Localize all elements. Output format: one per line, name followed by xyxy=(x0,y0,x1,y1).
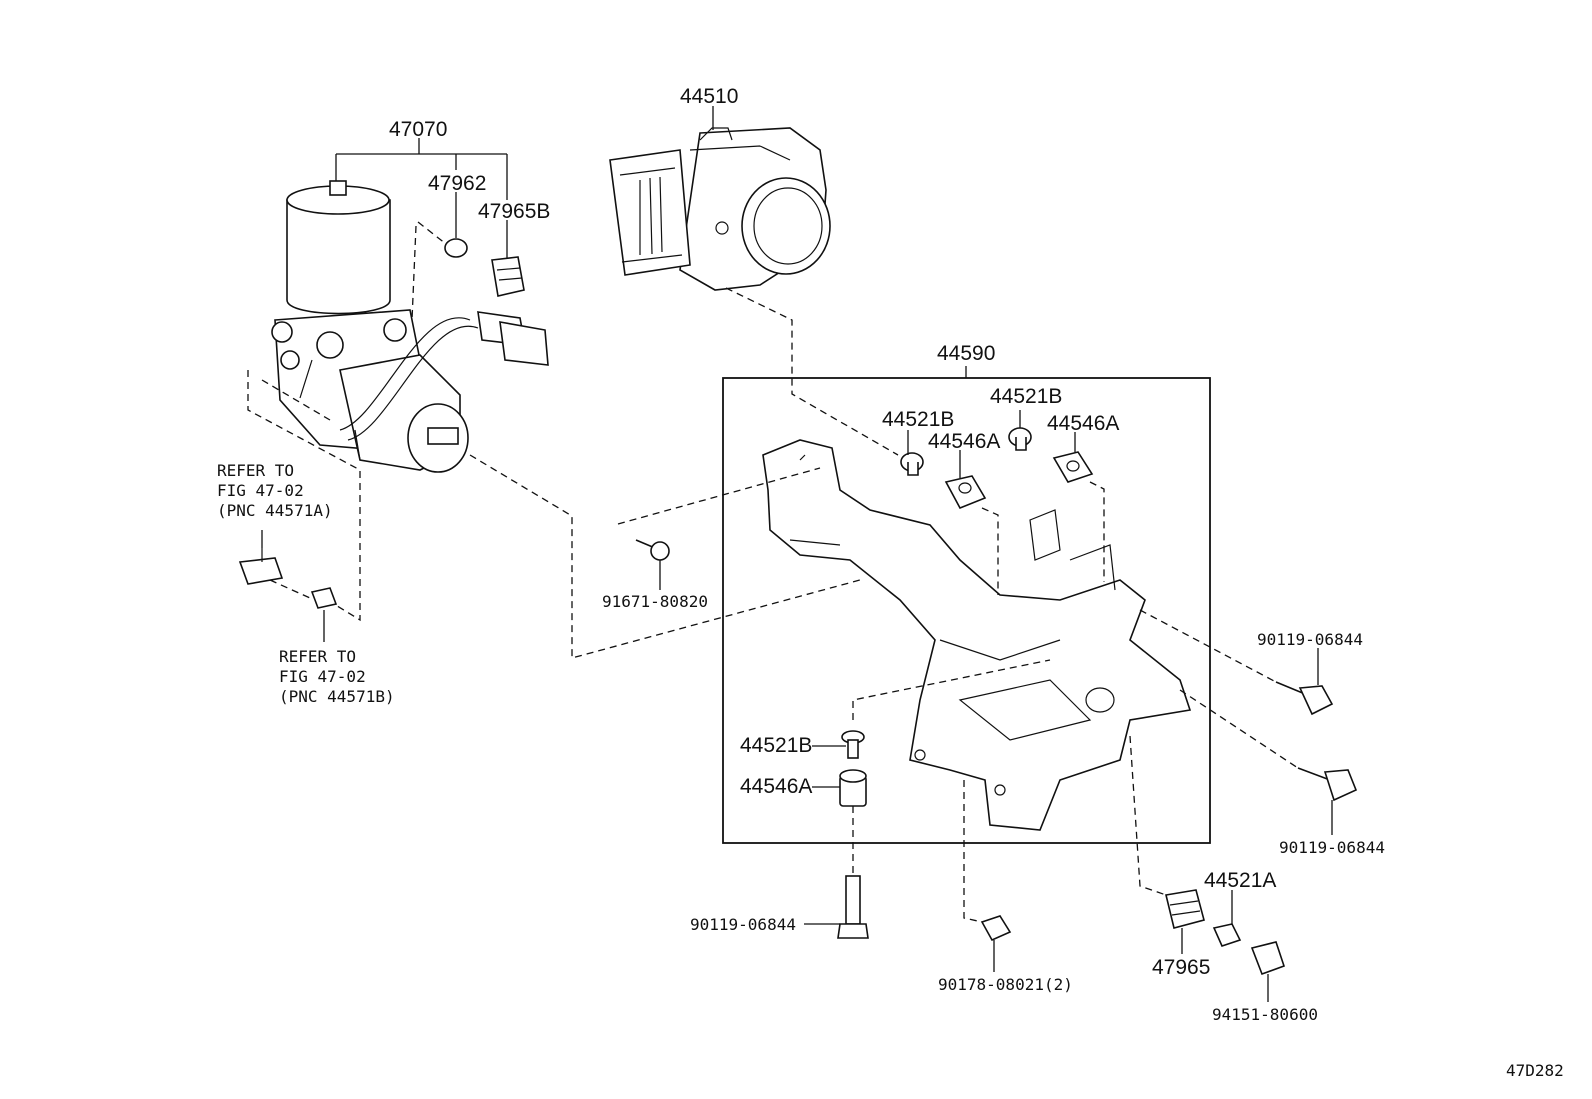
callout-44546a-top-left: 44546A xyxy=(928,430,1000,453)
cushion-icon[interactable] xyxy=(944,475,987,510)
callout-47962: 47962 xyxy=(428,172,486,195)
callout-94151-80600: 94151-80600 xyxy=(1212,1005,1318,1024)
callout-90119-06844-right-top: 90119-06844 xyxy=(1257,630,1363,649)
nut-icon[interactable] xyxy=(1250,941,1286,976)
pump-motor-icon[interactable] xyxy=(271,180,549,473)
callout-47070: 47070 xyxy=(389,118,447,141)
refer-note-b-line2: FIG 47-02 xyxy=(279,667,366,686)
callout-44521b-top-right: 44521B xyxy=(990,385,1062,408)
callout-47965: 47965 xyxy=(1152,956,1210,979)
collar-icon[interactable] xyxy=(900,452,924,476)
refer-note-a-line2: FIG 47-02 xyxy=(217,481,304,500)
bolt-icon[interactable] xyxy=(837,875,869,939)
cushion-icon[interactable] xyxy=(839,769,867,807)
o-ring-icon[interactable] xyxy=(444,238,468,258)
callout-44521b-top-left: 44521B xyxy=(882,408,954,431)
refer-note-a-line3: (PNC 44571A) xyxy=(217,501,333,520)
nut-icon[interactable] xyxy=(980,915,1012,942)
callout-44546a-top-right: 44546A xyxy=(1047,412,1119,435)
callout-90178-08021: 90178-08021(2) xyxy=(938,975,1073,994)
callout-44546a-lower: 44546A xyxy=(740,775,812,798)
abs-actuator-icon[interactable] xyxy=(609,127,831,291)
callout-47965b: 47965B xyxy=(478,200,550,223)
refer-note-b-line1: REFER TO xyxy=(279,647,356,666)
cap-icon[interactable] xyxy=(1165,889,1205,929)
callout-90119-06844-right-bottom: 90119-06844 xyxy=(1279,838,1385,857)
collar-icon[interactable] xyxy=(1212,923,1242,947)
callout-91671-80820: 91671-80820 xyxy=(602,592,708,611)
figure-code: 47D282 xyxy=(1506,1061,1564,1080)
clip-icon[interactable] xyxy=(310,587,338,609)
pipe-icon[interactable] xyxy=(238,548,284,585)
callout-44510: 44510 xyxy=(680,85,738,108)
refer-note-b-line3: (PNC 44571B) xyxy=(279,687,395,706)
cap-icon[interactable] xyxy=(491,256,525,297)
refer-note-b: REFER TO FIG 47-02 (PNC 44571B) xyxy=(279,647,395,706)
bolt-icon[interactable] xyxy=(1275,681,1334,716)
refer-note-a: REFER TO FIG 47-02 (PNC 44571A) xyxy=(217,461,333,520)
refer-note-a-line1: REFER TO xyxy=(217,461,294,480)
cushion-icon[interactable] xyxy=(1052,451,1094,483)
collar-icon[interactable] xyxy=(1008,427,1032,451)
bolt-icon[interactable] xyxy=(1297,767,1358,802)
collar-icon[interactable] xyxy=(841,730,865,759)
bolt-icon[interactable] xyxy=(635,539,670,561)
callout-44521a: 44521A xyxy=(1204,869,1276,892)
callout-90119-06844-bottom: 90119-06844 xyxy=(690,915,796,934)
callout-44521b-lower: 44521B xyxy=(740,734,812,757)
callout-44590: 44590 xyxy=(937,342,995,365)
bracket-icon[interactable] xyxy=(762,439,1192,831)
